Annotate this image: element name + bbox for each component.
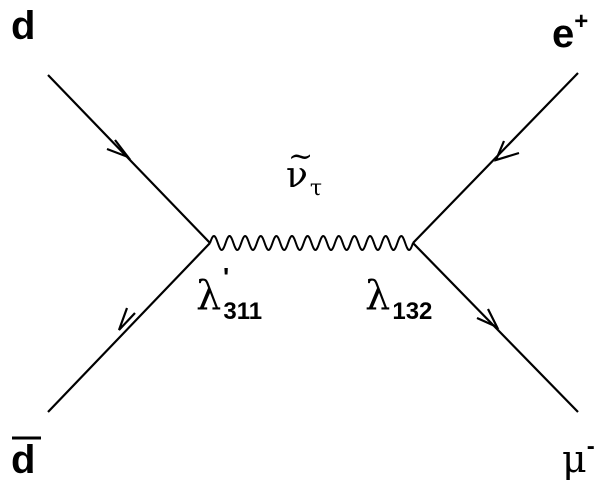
positron-symbol: e [552, 12, 575, 56]
coupling-left-index: 311 [223, 298, 263, 325]
incoming-antiquark-line [47, 242, 211, 413]
arrow-incoming-antiquark [117, 307, 136, 331]
muon-charge: - [586, 433, 595, 460]
label-incoming-antiquark: d [11, 438, 36, 482]
muon-symbol: μ [562, 437, 587, 481]
label-outgoing-muon: μ- [562, 435, 595, 481]
arrow-outgoing-muon [476, 308, 500, 330]
sneutrino-propagator [209, 234, 414, 252]
incoming-quark-line [47, 74, 211, 244]
coupling-right-index: 132 [392, 298, 433, 325]
arrow-outgoing-positron [494, 140, 520, 162]
coupling-right-symbol: λ [365, 273, 391, 319]
label-outgoing-positron: e+ [552, 10, 588, 56]
positron-charge: + [574, 8, 589, 35]
label-coupling-left: λ' 311 [196, 264, 262, 324]
propagator-symbol: ν [286, 155, 308, 196]
propagator-subscript: τ [309, 176, 323, 201]
coupling-left-symbol: λ [196, 273, 222, 319]
label-propagator: ~ ντ [286, 142, 322, 200]
coupling-left-prime: ' [223, 262, 230, 292]
outgoing-positron-line [412, 72, 579, 244]
label-incoming-quark: d [11, 4, 36, 48]
arrow-incoming-quark [106, 139, 132, 160]
label-coupling-right: λ132 [365, 273, 432, 324]
propagator-tilde: ~ [288, 139, 314, 174]
